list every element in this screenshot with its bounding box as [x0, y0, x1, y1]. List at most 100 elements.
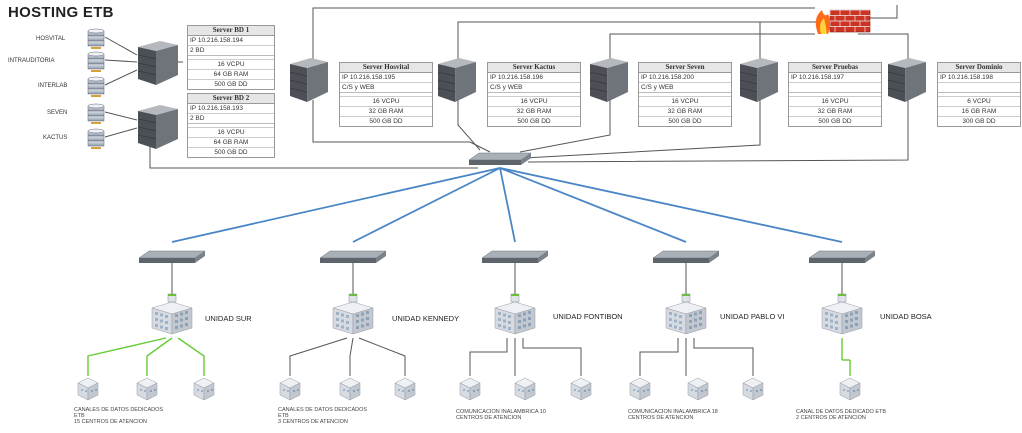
server-tower-icon — [739, 58, 778, 102]
caption-fontibon: COMUNICACION INALAMBRICA 10 CENTROS DE A… — [456, 409, 606, 421]
db-label-kactus: KACTUS — [43, 135, 68, 141]
server-ip: IP 10.216.158.194 — [190, 37, 244, 44]
server-role — [938, 82, 1020, 92]
branch-link — [469, 338, 508, 376]
building-icon — [821, 293, 863, 335]
server-ram: 32 GB RAM — [488, 106, 580, 116]
branch-office-icon — [839, 377, 861, 401]
db-link — [104, 111, 138, 121]
db-link — [104, 59, 138, 63]
caption-line: 15 CENTROS DE ATENCION — [74, 419, 147, 425]
db-link — [104, 69, 138, 86]
server-disk: 500 GB DD — [639, 116, 731, 126]
divider — [789, 92, 881, 96]
unit-label-bosa: UNIDAD BOSA — [880, 312, 932, 321]
server-role: C/S y WEB — [488, 82, 580, 92]
firewall-to-seven — [609, 33, 815, 60]
caption-line: CANALES DE DATOS DEDICADOS — [74, 407, 164, 413]
unit-label-kennedy: UNIDAD KENNEDY — [392, 314, 460, 323]
database-icon — [87, 128, 105, 149]
server-tower-icon — [887, 58, 926, 102]
database-icon — [87, 51, 105, 72]
firewall-to-dominio — [858, 33, 909, 60]
db-label-intrauditoria: INTRAUDITORIA — [8, 58, 55, 64]
divider — [188, 55, 274, 59]
branch-link — [177, 337, 205, 376]
unit-switch-icon — [481, 250, 549, 263]
seven-to-hub — [519, 100, 611, 153]
server-disk: 500 GB DD — [488, 116, 580, 126]
caption-bosa: CANAL DE DATOS DEDICADO ETB 2 CENTROS DE… — [796, 409, 946, 421]
server-disk: 500 GB DD — [340, 116, 432, 126]
server-role: 2 BD — [188, 45, 274, 55]
server-ip: IP 10.216.158.193 — [190, 105, 244, 112]
branch-link — [358, 337, 406, 376]
bd-server-1-info: Server BD 1 IP 10.216.158.194 2 BD 16 VC… — [187, 25, 275, 90]
app-server-seven-info: Server Seven IP 10.216.158.200 C/S y WEB… — [638, 62, 732, 127]
branch-link — [522, 338, 582, 376]
server-ip: IP 10.216.158.195 — [342, 74, 396, 81]
caption-line: CANAL DE DATOS DEDICADO ETB — [796, 409, 887, 415]
branch-office-icon — [193, 377, 215, 401]
kactus-to-hub — [457, 100, 481, 151]
server-name: Server BD 2 — [188, 94, 274, 104]
unit-label-sur: UNIDAD SUR — [205, 314, 252, 323]
server-name: Server Hosvital — [340, 63, 432, 73]
server-ram: 32 GB RAM — [639, 106, 731, 116]
branch-office-icon — [136, 377, 158, 401]
server-ip: IP 10.216.158.196 — [490, 74, 544, 81]
building-icon — [151, 293, 193, 335]
server-role — [789, 82, 881, 92]
unit-switch-icon — [808, 250, 876, 263]
caption-line: 3 CENTROS DE ATENCION — [278, 419, 348, 425]
branch-office-icon — [687, 377, 709, 401]
branch-link — [693, 338, 754, 376]
divider — [188, 123, 274, 127]
server-name: Server Pruebas — [789, 63, 881, 73]
app-server-dominio-info: Server Dominio IP 10.216.158.198 6 VCPU … — [937, 62, 1021, 127]
divider — [639, 92, 731, 96]
caption-sur: CANALES DE DATOS DEDICADOS ETB 15 CENTRO… — [74, 407, 224, 425]
server-tower-icon — [289, 58, 328, 102]
branch-office-icon — [570, 377, 592, 401]
dominio-to-hub — [527, 100, 909, 163]
firewall-link — [312, 7, 815, 59]
server-tower-icon — [437, 58, 476, 102]
db-label-interlab: INTERLAB — [38, 83, 68, 89]
core-switch-icon — [468, 152, 532, 165]
db-link — [104, 36, 138, 56]
server-name: Server Kactus — [488, 63, 580, 73]
branch-link — [289, 337, 348, 376]
unit-label-fontibon: UNIDAD FONTIBON — [553, 312, 623, 321]
uplink-line — [499, 167, 516, 243]
branch-office-icon — [77, 377, 99, 401]
server-cpu: 16 VCPU — [789, 96, 881, 106]
server-role: C/S y WEB — [340, 82, 432, 92]
caption-line: ETB — [278, 413, 289, 419]
db-label-seven: SEVEN — [47, 110, 68, 116]
bd-server-2-info: Server BD 2 IP 10.216.158.193 2 BD 16 VC… — [187, 93, 275, 158]
branch-office-icon — [514, 377, 536, 401]
server-tower-icon — [137, 41, 178, 85]
server-ip: IP 10.216.158.198 — [940, 74, 994, 81]
server-ram: 64 GB RAM — [188, 137, 274, 147]
database-icon — [87, 103, 105, 124]
branch-link — [639, 338, 679, 376]
server-cpu: 16 VCPU — [488, 96, 580, 106]
caption-line: CENTROS DE ATENCION — [456, 415, 522, 421]
server-cpu: 16 VCPU — [188, 59, 274, 69]
uplink-line — [499, 167, 843, 243]
server-ram: 32 GB RAM — [340, 106, 432, 116]
building-icon — [332, 293, 374, 335]
server-disk: 500 GB DD — [188, 147, 274, 157]
uplink-line — [171, 167, 501, 243]
unit-label-pablo-vi: UNIDAD PABLO VI — [720, 312, 785, 321]
server-cpu: 16 VCPU — [188, 127, 274, 137]
uplink-line — [352, 167, 501, 243]
server-ip: IP 10.216.158.200 — [641, 74, 695, 81]
firewall-icon — [815, 9, 871, 34]
server-ram: 16 GB RAM — [938, 106, 1020, 116]
unit-switch-icon — [138, 250, 206, 263]
server-tower-icon — [137, 105, 178, 149]
